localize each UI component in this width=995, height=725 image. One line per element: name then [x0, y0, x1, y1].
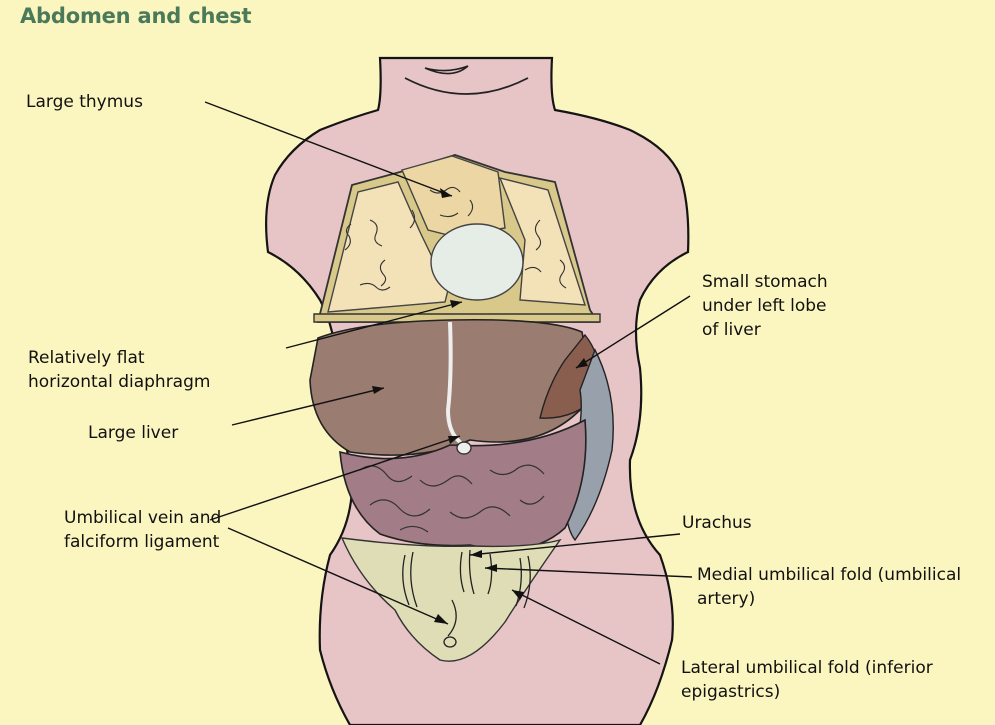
leader-large-liver [231, 387, 385, 426]
right-lung [327, 181, 449, 313]
left-lung [498, 176, 586, 306]
arrowhead-stomach [576, 358, 588, 368]
label-flat-diaphragm-line2: horizontal diaphragm [28, 372, 211, 392]
label-medial-fold-line1: Medial umbilical fold (umbilical [697, 565, 962, 585]
label-small-stomach-line2: under left lobe [702, 296, 827, 316]
arrowhead-liver [372, 386, 384, 394]
label-umbilical-vein: Umbilical vein and falciform ligament [64, 506, 221, 554]
label-lateral-fold: Lateral umbilical fold (inferior epigast… [681, 656, 933, 704]
leader-flat-diaphragm [285, 301, 463, 349]
diagram-title: Abdomen and chest [20, 4, 252, 28]
arrowhead-lateral [512, 590, 524, 600]
arrowhead-thymus [440, 188, 452, 198]
leader-umbilical-vein-1 [209, 435, 461, 521]
label-small-stomach-line3: of liver [702, 320, 761, 340]
chin-line [404, 77, 529, 95]
label-flat-diaphragm-line1: Relatively flat [28, 348, 145, 368]
arrowhead-diaphragm [450, 300, 462, 308]
mouth [424, 65, 469, 75]
label-umbilical-vein-line2: falciform ligament [64, 532, 220, 552]
leader-large-thymus [204, 101, 453, 197]
heart [430, 223, 524, 301]
label-lateral-fold-line2: epigastrics) [681, 682, 781, 702]
label-flat-diaphragm: Relatively flat horizontal diaphragm [28, 346, 210, 394]
leader-lateral-fold [511, 589, 661, 665]
intestines [339, 418, 587, 551]
leader-urachus [469, 533, 681, 556]
label-small-stomach: Small stomach under left lobe of liver [702, 270, 828, 342]
leader-medial-fold [484, 567, 693, 578]
leader-umbilical-vein-2 [227, 527, 449, 625]
label-medial-fold: Medial umbilical fold (umbilical artery) [697, 563, 961, 611]
bladder-remnant [443, 636, 457, 648]
arrowhead-medial [485, 564, 497, 572]
label-medial-fold-line2: artery) [697, 589, 756, 609]
label-large-thymus: Large thymus [26, 92, 143, 112]
label-urachus: Urachus [682, 513, 752, 533]
arrowhead-umbilical-2 [434, 614, 448, 624]
label-lateral-fold-line1: Lateral umbilical fold (inferior [681, 658, 933, 678]
arrowhead-urachus [470, 550, 482, 558]
label-large-liver: Large liver [88, 423, 179, 443]
umbilicus [456, 441, 472, 455]
label-umbilical-vein-line1: Umbilical vein and [64, 508, 222, 528]
label-small-stomach-line1: Small stomach [702, 272, 828, 292]
arrowhead-umbilical-1 [448, 436, 460, 444]
leader-small-stomach [575, 295, 691, 369]
